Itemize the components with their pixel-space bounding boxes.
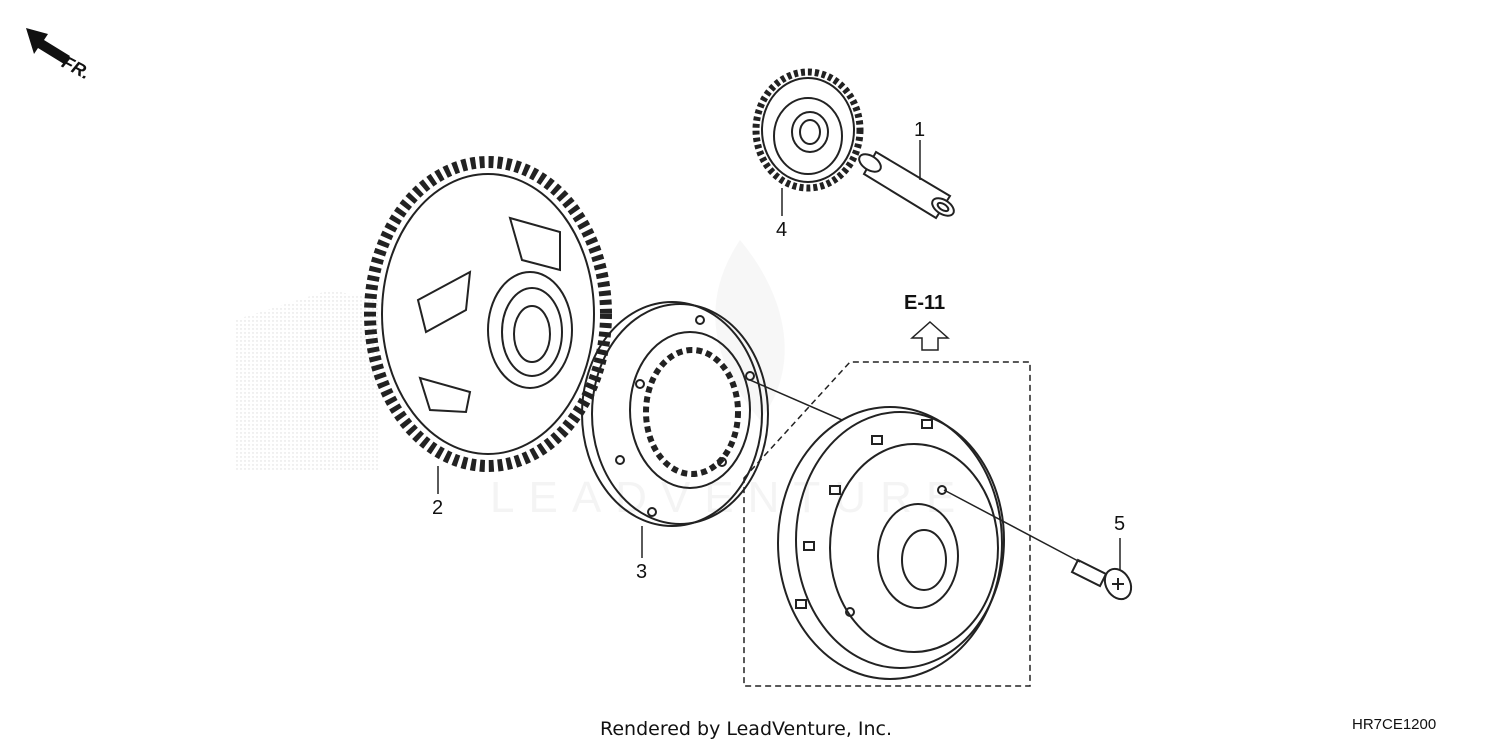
watermark-logo: LEADVENTURE [235,240,969,522]
diagram-code: HR7CE1200 [1352,716,1437,733]
flywheel-assembly [743,361,1031,687]
callout-1: 1 [914,119,926,141]
one-way-clutch [581,301,769,527]
large-gear [364,156,612,472]
reference-label: E-11 [904,292,946,314]
callout-3: 3 [636,561,648,583]
callout-5: 5 [1114,513,1126,535]
callout-2: 2 [432,497,444,519]
leader-lines [437,140,1121,570]
footer-credit: Rendered by LeadVenture, Inc. [600,718,893,740]
shaft [858,150,955,220]
front-direction-arrow-icon [26,28,70,64]
callout-4: 4 [776,219,788,241]
svg-text:LEADVENTURE: LEADVENTURE [490,473,969,522]
up-outline-arrow-icon [910,320,950,351]
bolt [1070,558,1133,601]
idle-gear [752,68,864,192]
